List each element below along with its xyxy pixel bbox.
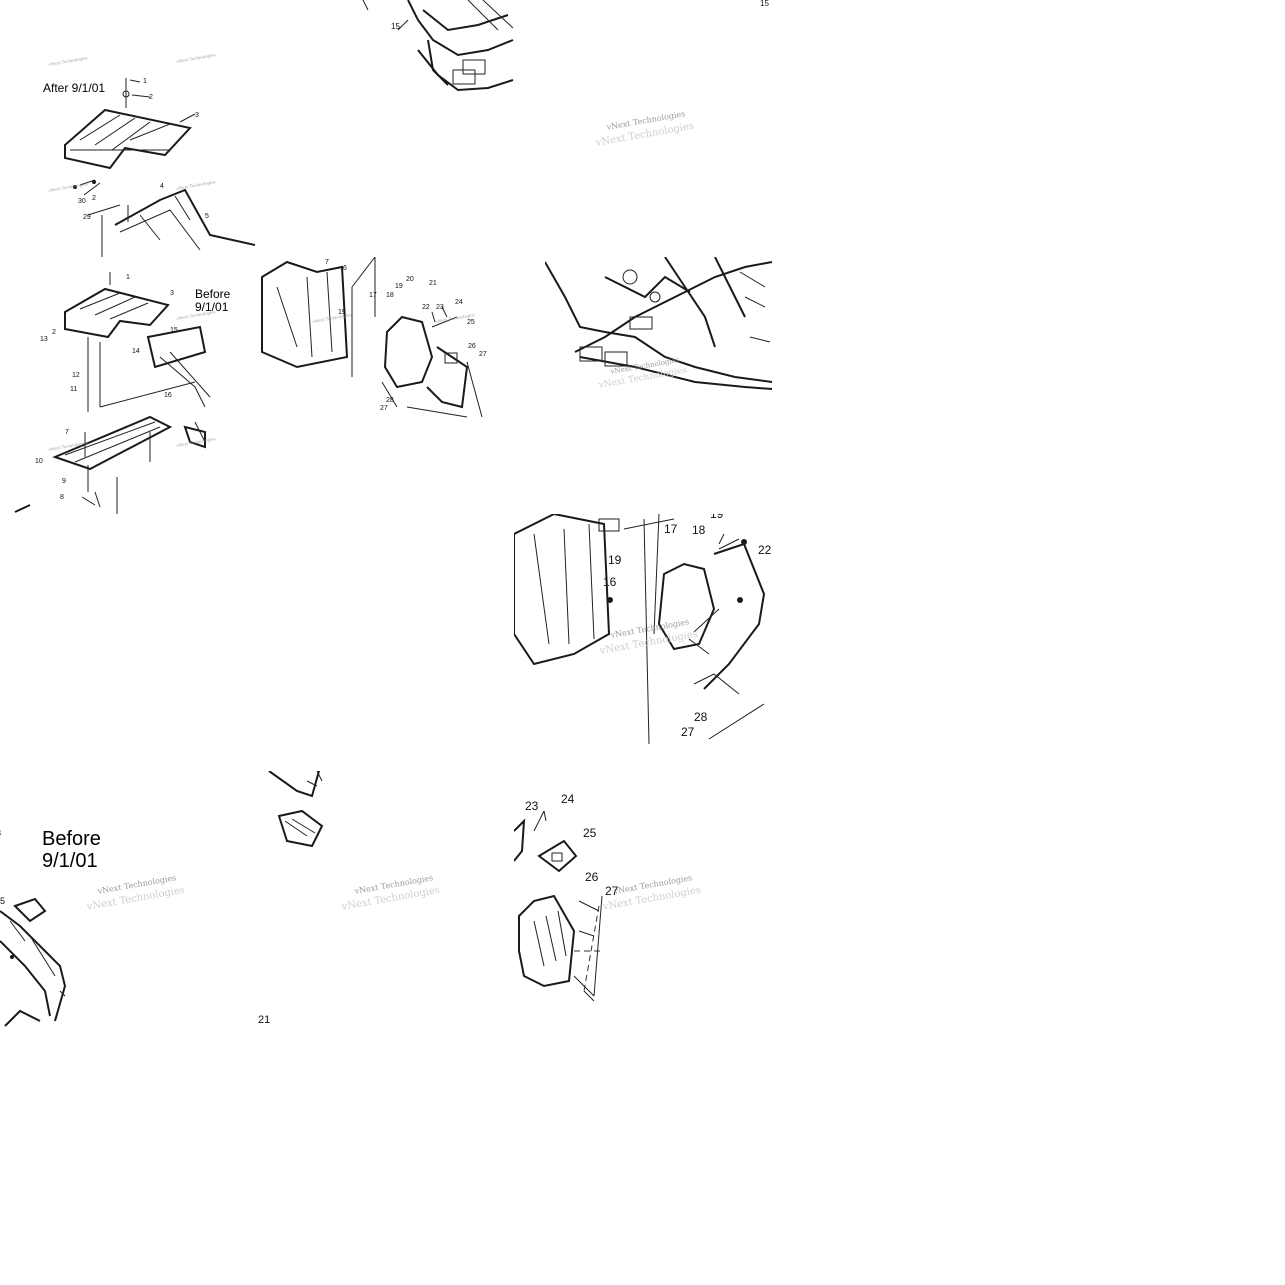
rack-after-drawing [64, 78, 256, 257]
callout-19: 19 [608, 553, 622, 567]
callout-16: 16 [164, 392, 172, 399]
diagram-tile-bumper-exploded: 7 6 17 19 20 21 18 22 23 24 25 26 27 28 … [257, 257, 514, 514]
rack-fragment-drawing [268, 771, 324, 848]
callout-28: 28 [694, 710, 708, 724]
bumper-detail-drawing [514, 514, 766, 744]
callout-24: 24 [455, 299, 463, 306]
callout-7: 7 [65, 429, 69, 436]
diagram-tile-rack-after: After 9/1/01 1 2 3 4 5 29 30 2 vNext Tec… [0, 0, 257, 257]
callout-15: 15 [391, 22, 400, 31]
callout-23: 23 [525, 799, 539, 813]
diagram-tile-before-large: 8 5 Before 9/1/01 vNext Technologies vNe… [0, 771, 257, 1028]
callout-17: 17 [369, 292, 377, 299]
callout-20: 20 [406, 276, 414, 283]
callout-19b: 19 [710, 514, 724, 521]
callout-8: 8 [60, 494, 64, 501]
callout-30: 30 [78, 198, 86, 205]
callout-23: 23 [436, 304, 444, 311]
callout-18: 18 [692, 523, 706, 537]
callout-24: 24 [561, 792, 575, 806]
diagram-tile-rack-fragment: vNext Technologies vNext Technologies 21 [257, 771, 514, 1028]
callout-5: 5 [205, 213, 209, 220]
callout-3: 3 [170, 290, 174, 297]
callout-13: 13 [40, 336, 48, 343]
callout-16: 16 [603, 575, 617, 589]
callout-2b: 2 [92, 195, 96, 202]
callout-19: 19 [395, 283, 403, 290]
callout-8: 8 [0, 829, 1, 838]
diagram-tile-guard-detail: 23 24 25 26 27 vNext Technologies vNext … [514, 771, 772, 1028]
page-number: 21 [258, 1014, 271, 1026]
diagram-tile-frame-top: 15 [258, 0, 515, 96]
callout-17: 17 [664, 522, 678, 536]
guard-detail-drawing [514, 810, 604, 1002]
diagram-tile-racks-before: Before 9/1/01 1 3 2 13 15 14 12 11 16 7 … [0, 257, 257, 514]
frame-top-drawing [362, 0, 514, 92]
callout-6: 6 [343, 265, 347, 272]
callout-22: 22 [758, 543, 772, 557]
callout-12: 12 [72, 372, 80, 379]
callout-15: 15 [170, 327, 178, 334]
note-before-date-large: Before 9/1/01 [42, 828, 101, 872]
racks-before-drawing [14, 272, 211, 514]
callout-28: 28 [386, 397, 394, 404]
callout-19b: 19 [338, 309, 346, 316]
callout-26: 26 [585, 870, 599, 884]
before-large-drawing [0, 897, 67, 1027]
callout-1: 1 [143, 78, 147, 85]
note-after-date: After 9/1/01 [43, 81, 106, 95]
callout-21: 21 [429, 280, 437, 287]
callout-26: 26 [468, 343, 476, 350]
callout-22: 22 [422, 304, 430, 311]
callout-11: 11 [70, 386, 78, 393]
callout-9: 9 [62, 478, 66, 485]
callout-cropped: 15 [760, 0, 769, 8]
callout-25: 25 [467, 319, 475, 326]
callout-27: 27 [681, 725, 695, 739]
callout-4: 4 [160, 183, 164, 190]
callout-25: 25 [583, 826, 597, 840]
callout-27: 27 [479, 351, 487, 358]
callout-3: 3 [195, 112, 199, 119]
callout-27: 27 [605, 884, 619, 898]
callout-18: 18 [386, 292, 394, 299]
callout-14: 14 [132, 348, 140, 355]
diagram-tile-bumper-detail: 17 18 19 16 19 22 28 27 vNext Technologi… [514, 514, 772, 744]
callout-27b: 27 [380, 405, 388, 412]
callout-29: 29 [83, 214, 91, 221]
diagram-tile-frame-closeup: vNext Technologies vNext Technologies [545, 257, 772, 395]
callout-10: 10 [35, 458, 43, 465]
frame-closeup-drawing [545, 257, 772, 390]
callout-2: 2 [52, 329, 56, 336]
callout-2: 2 [149, 94, 153, 101]
note-before-date-small: Before 9/1/01 [195, 287, 231, 315]
callout-1: 1 [126, 274, 130, 281]
callout-5: 5 [0, 896, 6, 906]
callout-7: 7 [325, 259, 329, 266]
bumper-exploded-drawing [261, 257, 483, 418]
